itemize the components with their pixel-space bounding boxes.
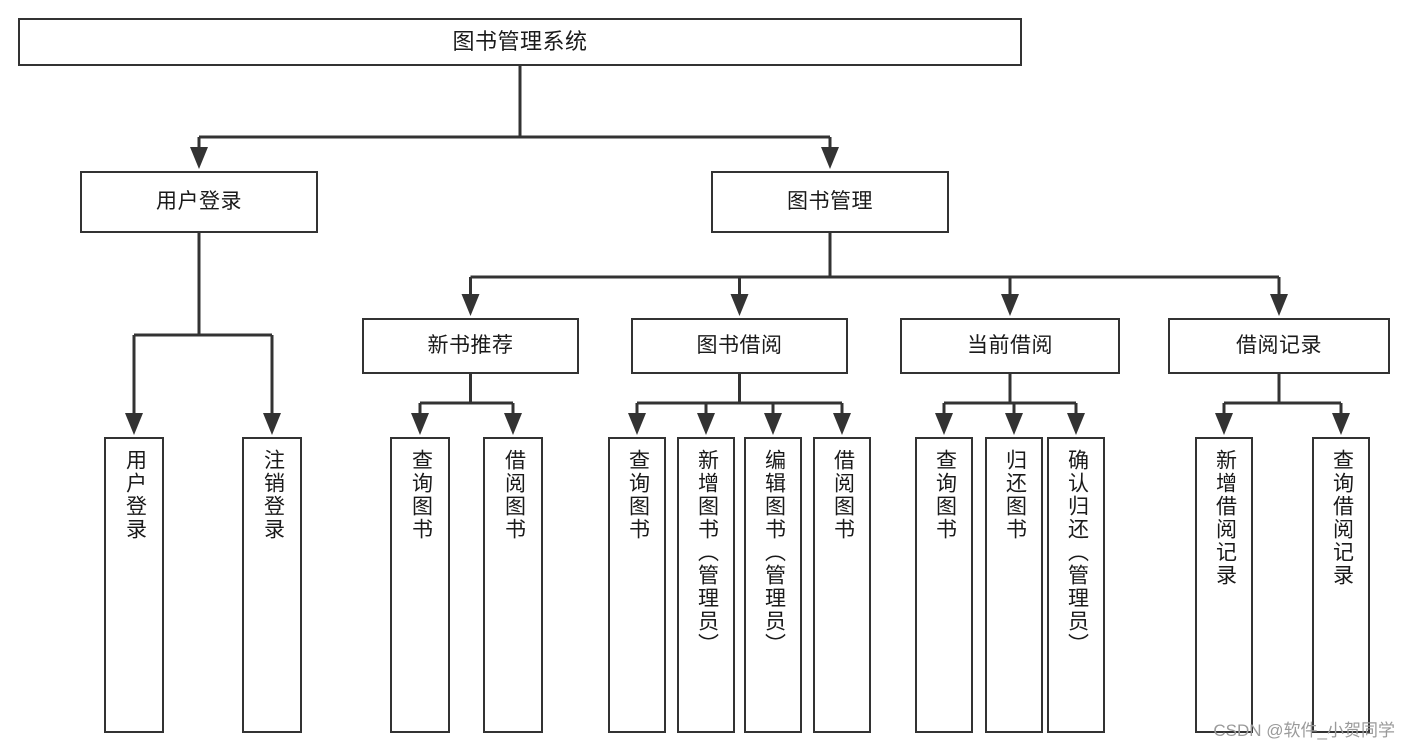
arrowhead-icon-bookmgmt-1 xyxy=(730,294,749,316)
arrowhead-icon-borrow-0 xyxy=(628,413,646,435)
node-label-leaf-user-logout: 注销登录 xyxy=(261,449,285,541)
node-label-current: 当前借阅 xyxy=(967,334,1053,358)
node-label-leaf-current-return: 归还图书 xyxy=(1003,449,1027,541)
arrowhead-icon-borrow-1 xyxy=(697,413,715,435)
node-label-leaf-newbook-borrow: 借阅图书 xyxy=(502,449,526,541)
node-label-leaf-borrow-add: 新增图书（管理员） xyxy=(695,449,719,656)
arrowhead-icon-bookmgmt-0 xyxy=(461,294,480,316)
node-newbook[interactable]: 新书推荐 xyxy=(362,318,579,374)
node-borrow[interactable]: 图书借阅 xyxy=(631,318,848,374)
arrowhead-icon-newbook-1 xyxy=(504,413,522,435)
node-label-leaf-borrow-lend: 借阅图书 xyxy=(831,449,855,541)
node-label-leaf-user-login: 用户登录 xyxy=(123,449,147,541)
node-label-leaf-borrow-query: 查询图书 xyxy=(626,449,650,541)
arrowhead-icon-newbook-0 xyxy=(411,413,429,435)
node-leaf-current-return[interactable]: 归还图书 xyxy=(985,437,1043,733)
node-bookmgmt[interactable]: 图书管理 xyxy=(711,171,949,233)
node-label-borrow: 图书借阅 xyxy=(696,334,783,358)
arrowhead-icon-root-0 xyxy=(190,147,208,169)
arrowhead-icon-current-2 xyxy=(1067,413,1085,435)
node-leaf-user-login[interactable]: 用户登录 xyxy=(104,437,164,733)
node-records[interactable]: 借阅记录 xyxy=(1168,318,1390,374)
arrowhead-icon-bookmgmt-2 xyxy=(1001,294,1019,316)
node-label-root: 图书管理系统 xyxy=(452,28,588,54)
node-leaf-borrow-edit[interactable]: 编辑图书（管理员） xyxy=(744,437,802,733)
arrowhead-icon-borrow-3 xyxy=(833,413,851,435)
node-label-bookmgmt: 图书管理 xyxy=(787,190,873,214)
node-label-leaf-newbook-query: 查询图书 xyxy=(409,449,433,541)
arrowhead-icon-bookmgmt-3 xyxy=(1270,294,1288,316)
node-leaf-current-confirm[interactable]: 确认归还（管理员） xyxy=(1047,437,1105,733)
node-label-login: 用户登录 xyxy=(156,190,242,214)
node-root[interactable]: 图书管理系统 xyxy=(18,18,1022,66)
arrowhead-icon-login-0 xyxy=(125,413,143,435)
node-label-newbook: 新书推荐 xyxy=(427,334,514,358)
node-leaf-user-logout[interactable]: 注销登录 xyxy=(242,437,302,733)
arrowhead-icon-login-1 xyxy=(263,413,281,435)
node-label-leaf-current-confirm: 确认归还（管理员） xyxy=(1065,449,1089,656)
node-login[interactable]: 用户登录 xyxy=(80,171,318,233)
node-leaf-records-add[interactable]: 新增借阅记录 xyxy=(1195,437,1253,733)
arrowhead-icon-root-1 xyxy=(821,147,839,169)
arrowhead-icon-current-1 xyxy=(1005,413,1023,435)
node-label-leaf-records-query: 查询借阅记录 xyxy=(1330,449,1354,587)
node-label-records: 借阅记录 xyxy=(1236,334,1322,358)
arrowhead-icon-current-0 xyxy=(935,413,953,435)
csdn-watermark: CSDN @软件_小贺同学 xyxy=(1213,721,1395,740)
arrowhead-icon-borrow-2 xyxy=(764,413,782,435)
node-label-leaf-records-add: 新增借阅记录 xyxy=(1213,449,1237,587)
node-label-leaf-borrow-edit: 编辑图书（管理员） xyxy=(762,449,786,656)
node-leaf-current-query[interactable]: 查询图书 xyxy=(915,437,973,733)
node-leaf-newbook-borrow[interactable]: 借阅图书 xyxy=(483,437,543,733)
node-current[interactable]: 当前借阅 xyxy=(900,318,1120,374)
arrowhead-icon-records-1 xyxy=(1332,413,1350,435)
node-leaf-records-query[interactable]: 查询借阅记录 xyxy=(1312,437,1370,733)
node-leaf-borrow-add[interactable]: 新增图书（管理员） xyxy=(677,437,735,733)
node-leaf-newbook-query[interactable]: 查询图书 xyxy=(390,437,450,733)
node-leaf-borrow-query[interactable]: 查询图书 xyxy=(608,437,666,733)
node-leaf-borrow-lend[interactable]: 借阅图书 xyxy=(813,437,871,733)
node-label-leaf-current-query: 查询图书 xyxy=(933,449,957,541)
arrowhead-icon-records-0 xyxy=(1215,413,1233,435)
